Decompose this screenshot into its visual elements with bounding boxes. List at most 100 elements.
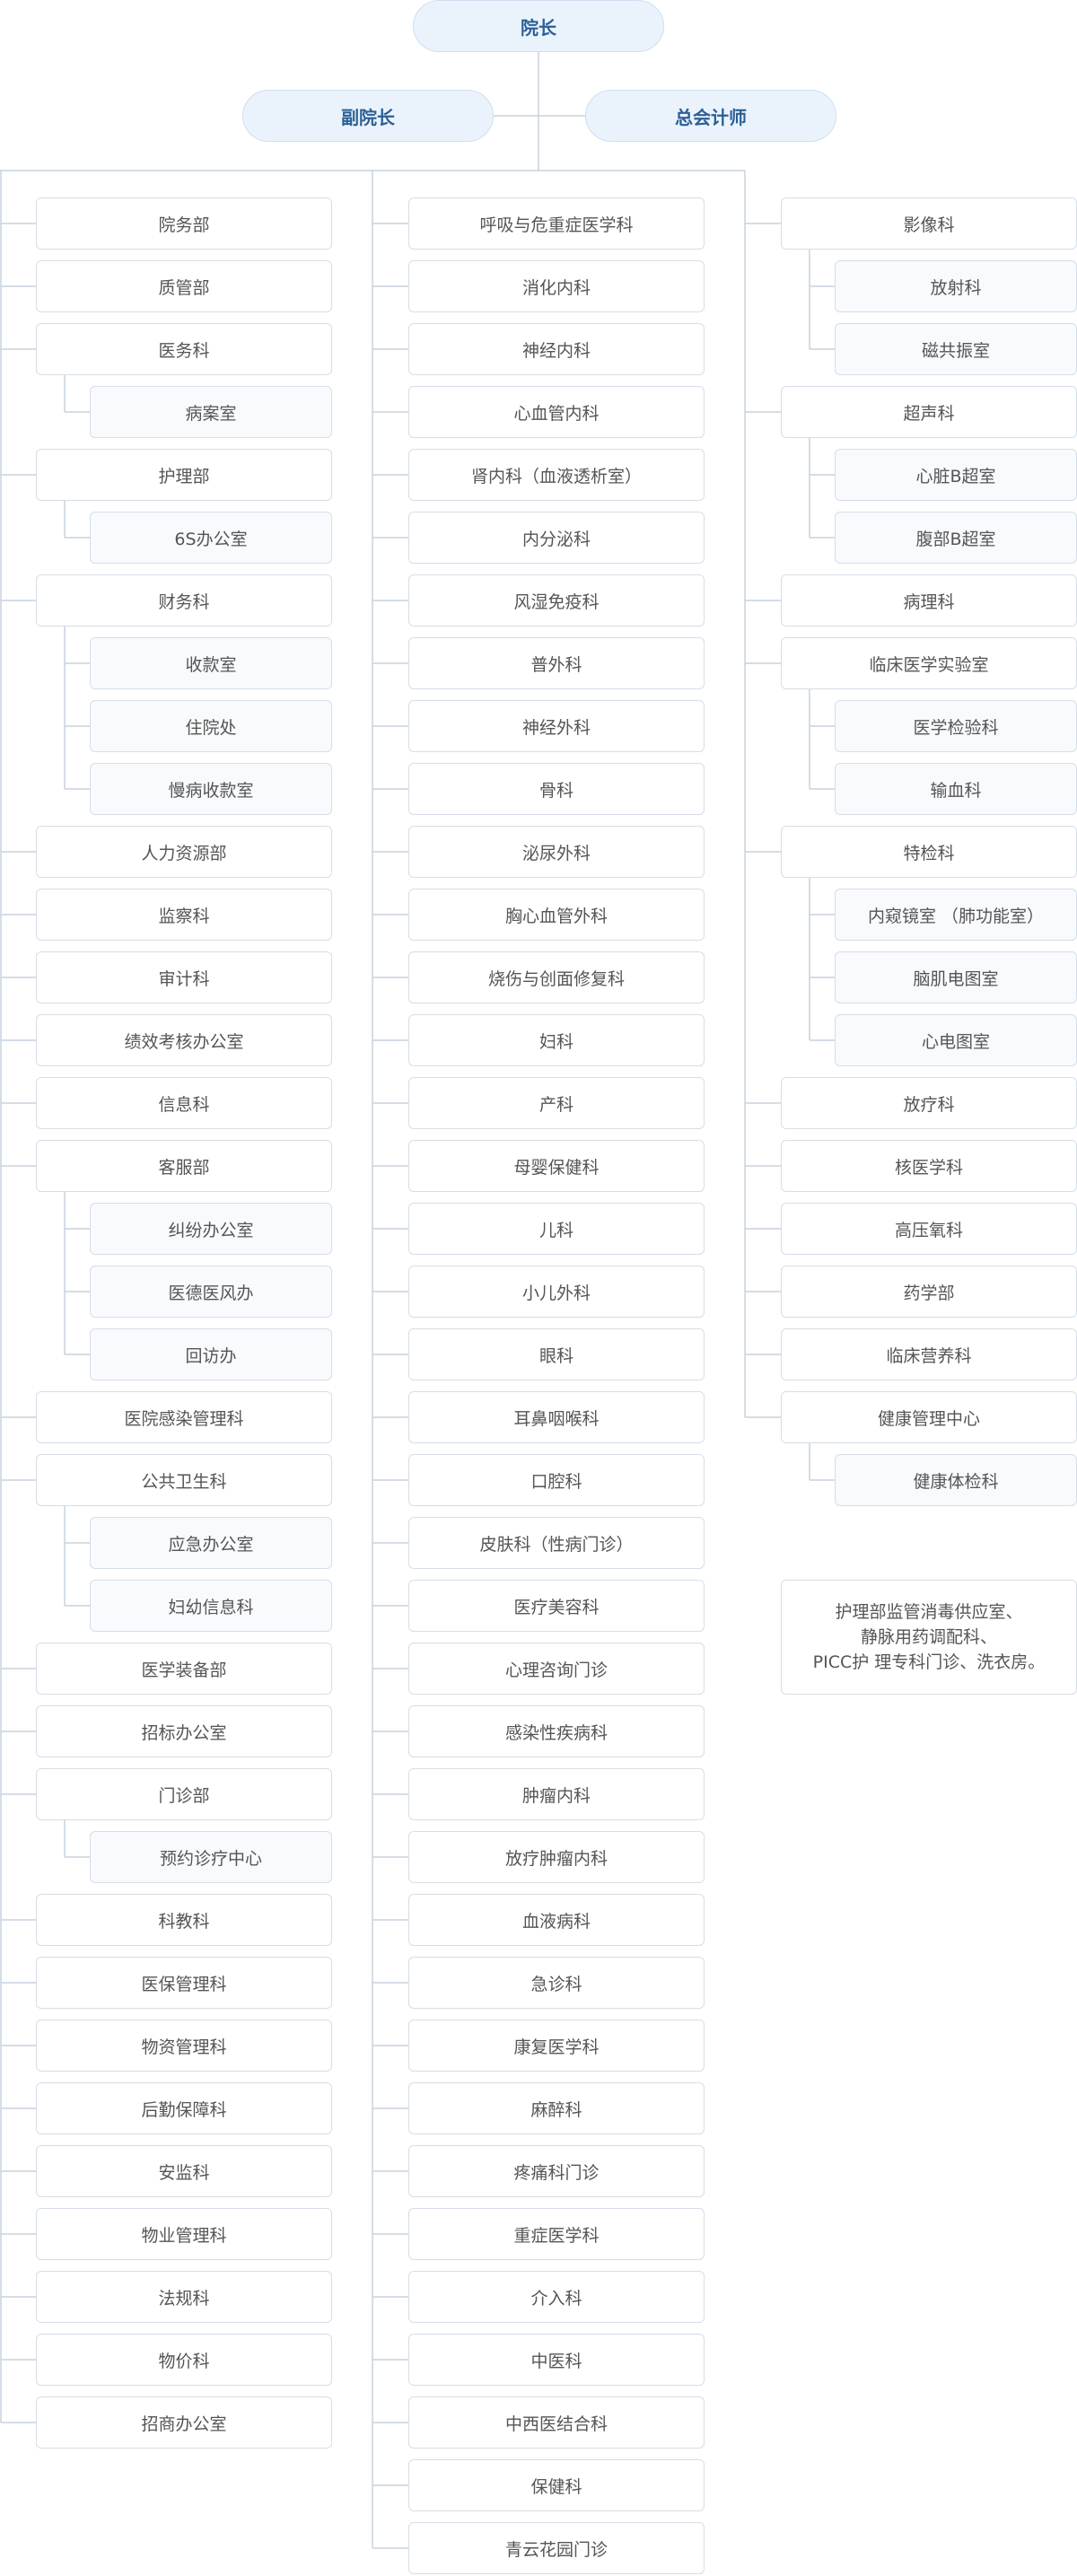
col3-dept-node[interactable]: 特检科 [781,826,1077,878]
col3-dept-node[interactable]: 健康管理中心 [781,1391,1077,1443]
col2-dept-node[interactable]: 儿科 [408,1203,705,1255]
col1-subdept-node[interactable]: 妇幼信息科 [90,1580,332,1632]
col2-dept-node[interactable]: 急诊科 [408,1957,705,2009]
col3-dept-node[interactable]: 药学部 [781,1266,1077,1318]
col2-dept-node[interactable]: 口腔科 [408,1454,705,1506]
col2-dept-node[interactable]: 消化内科 [408,260,705,312]
col3-subdept-node[interactable]: 内窥镜室 （肺功能室） [835,889,1077,941]
col1-dept-node[interactable]: 招商办公室 [36,2396,332,2449]
col3-subdept-node[interactable]: 健康体检科 [835,1454,1077,1506]
col1-dept-node[interactable]: 医院感染管理科 [36,1391,332,1443]
col2-dept-node[interactable]: 血液病科 [408,1894,705,1946]
col1-dept-node[interactable]: 人力资源部 [36,826,332,878]
col1-dept-node[interactable]: 后勤保障科 [36,2082,332,2134]
col2-dept-node[interactable]: 中医科 [408,2334,705,2386]
col1-dept-node[interactable]: 医保管理科 [36,1957,332,2009]
col1-dept-node[interactable]: 客服部 [36,1140,332,1192]
col2-dept-node[interactable]: 心理咨询门诊 [408,1643,705,1695]
col3-dept-node[interactable]: 超声科 [781,386,1077,438]
col3-dept-node[interactable]: 临床营养科 [781,1328,1077,1380]
col1-dept-node[interactable]: 护理部 [36,449,332,501]
col2-dept-node[interactable]: 麻醉科 [408,2082,705,2134]
col2-dept-node[interactable]: 介入科 [408,2271,705,2323]
col3-dept-node[interactable]: 临床医学实验室 [781,637,1077,689]
col2-dept-node[interactable]: 皮肤科（性病门诊） [408,1517,705,1569]
col1-dept-node[interactable]: 物价科 [36,2334,332,2386]
col2-dept-node[interactable]: 医疗美容科 [408,1580,705,1632]
col2-dept-node[interactable]: 感染性疾病科 [408,1705,705,1757]
col1-dept-node[interactable]: 公共卫生科 [36,1454,332,1506]
president-node[interactable]: 院长 [413,0,664,52]
col1-dept-node[interactable]: 物资管理科 [36,2020,332,2072]
col1-subdept-node[interactable]: 病案室 [90,386,332,438]
col3-subdept-node[interactable]: 磁共振室 [835,323,1077,375]
col1-dept-node[interactable]: 门诊部 [36,1768,332,1820]
col1-dept-node[interactable]: 安监科 [36,2145,332,2197]
col3-dept-node[interactable]: 病理科 [781,574,1077,626]
col1-subdept-node[interactable]: 6S办公室 [90,512,332,564]
col1-dept-node[interactable]: 医务科 [36,323,332,375]
col2-dept-node[interactable]: 妇科 [408,1014,705,1066]
col2-dept-node[interactable]: 烧伤与创面修复科 [408,951,705,1003]
col3-subdept-node[interactable]: 心脏B超室 [835,449,1077,501]
col1-subdept-node[interactable]: 慢病收款室 [90,763,332,815]
col2-dept-node[interactable]: 普外科 [408,637,705,689]
col3-subdept-node[interactable]: 腹部B超室 [835,512,1077,564]
col2-dept-node[interactable]: 神经外科 [408,700,705,752]
col3-dept-node[interactable]: 放疗科 [781,1077,1077,1129]
col2-dept-node[interactable]: 心血管内科 [408,386,705,438]
col2-dept-node[interactable]: 耳鼻咽喉科 [408,1391,705,1443]
col1-dept-node[interactable]: 招标办公室 [36,1705,332,1757]
col3-dept-node[interactable]: 高压氧科 [781,1203,1077,1255]
col1-subdept-node[interactable]: 住院处 [90,700,332,752]
col1-dept-node[interactable]: 质管部 [36,260,332,312]
col3-subdept-node[interactable]: 心电图室 [835,1014,1077,1066]
col1-dept-node[interactable]: 监察科 [36,889,332,941]
col2-dept-node[interactable]: 骨科 [408,763,705,815]
note-line: PICC护 理专科门诊、洗衣房。 [812,1652,1046,1672]
col2-dept-node[interactable]: 泌尿外科 [408,826,705,878]
col2-dept-node[interactable]: 小儿外科 [408,1266,705,1318]
col3-subdept-node[interactable]: 放射科 [835,260,1077,312]
col1-dept-node[interactable]: 物业管理科 [36,2208,332,2260]
col1-subdept-node[interactable]: 预约诊疗中心 [90,1831,332,1883]
col2-dept-node[interactable]: 眼科 [408,1328,705,1380]
col1-dept-node[interactable]: 科教科 [36,1894,332,1946]
col2-dept-node[interactable]: 母婴保健科 [408,1140,705,1192]
col2-dept-node[interactable]: 胸心血管外科 [408,889,705,941]
col2-dept-node[interactable]: 疼痛科门诊 [408,2145,705,2197]
col2-dept-node[interactable]: 康复医学科 [408,2020,705,2072]
col3-subdept-node[interactable]: 脑肌电图室 [835,951,1077,1003]
col2-dept-node[interactable]: 风湿免疫科 [408,574,705,626]
col1-dept-node[interactable]: 信息科 [36,1077,332,1129]
col3-subdept-node[interactable]: 医学检验科 [835,700,1077,752]
col1-dept-node[interactable]: 医学装备部 [36,1643,332,1695]
col2-dept-node[interactable]: 肾内科（血液透析室） [408,449,705,501]
col1-subdept-node[interactable]: 纠纷办公室 [90,1203,332,1255]
col1-dept-node[interactable]: 院务部 [36,197,332,250]
chief-accountant-node[interactable]: 总会计师 [585,90,836,142]
col1-subdept-node[interactable]: 医德医风办 [90,1266,332,1318]
col2-dept-node[interactable]: 肿瘤内科 [408,1768,705,1820]
col1-dept-node[interactable]: 财务科 [36,574,332,626]
col2-dept-node[interactable]: 产科 [408,1077,705,1129]
col2-dept-node[interactable]: 内分泌科 [408,512,705,564]
col2-dept-node[interactable]: 青云花园门诊 [408,2522,705,2574]
col1-dept-node[interactable]: 法规科 [36,2271,332,2323]
col1-dept-node[interactable]: 审计科 [36,951,332,1003]
col3-dept-node[interactable]: 核医学科 [781,1140,1077,1192]
col1-subdept-node[interactable]: 应急办公室 [90,1517,332,1569]
col2-dept-node[interactable]: 保健科 [408,2459,705,2511]
col3-dept-node[interactable]: 影像科 [781,197,1077,250]
col2-dept-node[interactable]: 神经内科 [408,323,705,375]
col2-dept-node[interactable]: 放疗肿瘤内科 [408,1831,705,1883]
vice-president-node[interactable]: 副院长 [242,90,494,142]
col1-subdept-node[interactable]: 收款室 [90,637,332,689]
col3-subdept-node[interactable]: 输血科 [835,763,1077,815]
col1-dept-node[interactable]: 绩效考核办公室 [36,1014,332,1066]
col1-subdept-node[interactable]: 回访办 [90,1328,332,1380]
col2-dept-node[interactable]: 重症医学科 [408,2208,705,2260]
col2-dept-node[interactable]: 呼吸与危重症医学科 [408,197,705,250]
note-line: 护理部监管消毒供应室、 [835,1602,1023,1622]
col2-dept-node[interactable]: 中西医结合科 [408,2396,705,2449]
